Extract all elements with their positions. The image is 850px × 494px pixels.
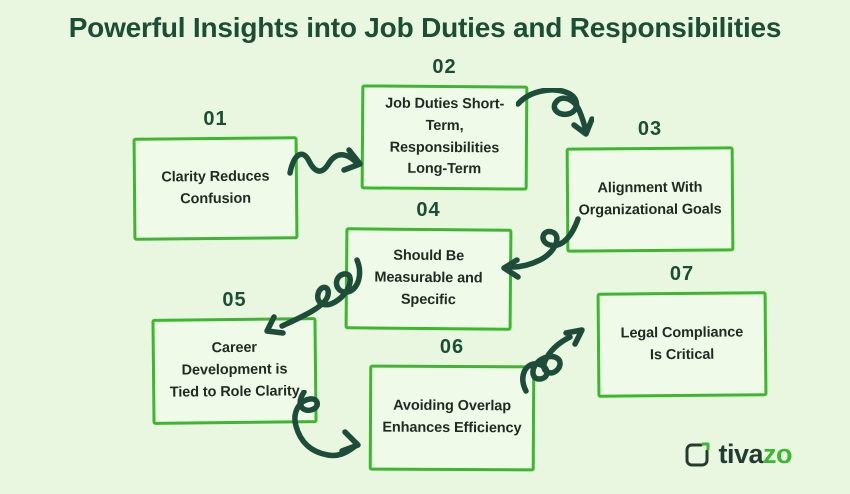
step-01-box: Clarity Reduces Confusion (132, 136, 299, 241)
step-01-number: 01 (203, 108, 228, 130)
logo-text-dark: tiva (718, 439, 763, 469)
step-06-label: Avoiding Overlap Enhances Efficiency (382, 397, 522, 437)
curl-arrow-icon (501, 216, 581, 280)
step-03-label: Alignment With Organizational Goals (578, 179, 722, 218)
step-07-box: Legal Compliance Is Critical (596, 291, 768, 398)
step-04-label: Should Be Measurable and Specific (374, 248, 483, 309)
step-01: 01 Clarity Reduces Confusion (132, 108, 299, 241)
step-07-number: 07 (669, 263, 695, 285)
step-07: 07 Legal Compliance Is Critical (596, 263, 768, 398)
brand-logo: tivazo (683, 439, 793, 470)
zigzag-arrow-icon (264, 257, 363, 336)
step-05-number: 05 (222, 289, 247, 311)
step-04-box: Should Be Measurable and Specific (344, 227, 513, 331)
step-04: 04 Should Be Measurable and Specific (344, 199, 513, 331)
hook-arrow-icon (292, 390, 361, 459)
loop-arrow-icon (516, 88, 594, 137)
step-06-box: Avoiding Overlap Enhances Efficiency (368, 364, 536, 472)
step-02-label: Job Duties Short- Term, Responsibilities… (385, 95, 505, 178)
page-title: Powerful Insights into Job Duties and Re… (68, 12, 782, 43)
step-07-label: Legal Compliance Is Critical (620, 324, 744, 363)
step-03: 03 Alignment With Organizational Goals (565, 118, 735, 253)
wave-arrow-icon (287, 147, 363, 176)
step-06: 06 Avoiding Overlap Enhances Efficiency (368, 336, 536, 472)
logo-mark-icon (685, 442, 710, 466)
step-05: 05 Career Development is Tied to Role Cl… (151, 289, 318, 425)
step-02-number: 02 (432, 56, 457, 78)
logo-text-accent: zo (763, 439, 793, 469)
step-06-number: 06 (439, 336, 465, 358)
step-03-number: 03 (637, 118, 663, 140)
step-02-box: Job Duties Short- Term, Responsibilities… (360, 84, 529, 191)
spiral-arrow-icon (520, 327, 585, 394)
step-02: 02 Job Duties Short- Term, Responsibilit… (360, 56, 529, 191)
step-03-box: Alignment With Organizational Goals (565, 146, 735, 253)
step-04-number: 04 (416, 199, 441, 221)
step-01-label: Clarity Reduces Confusion (161, 168, 270, 207)
logo-wordmark: tivazo (718, 439, 792, 470)
